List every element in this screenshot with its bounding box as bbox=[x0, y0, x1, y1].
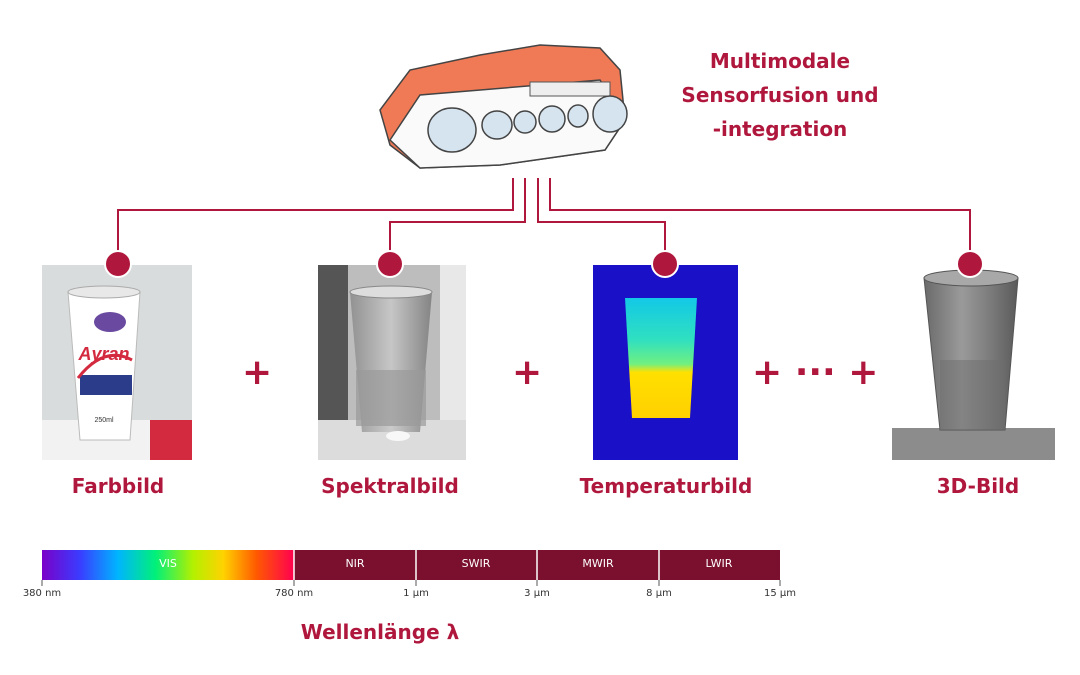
pointcloud-image bbox=[892, 269, 1055, 460]
cup-brand-text: Ayran bbox=[77, 344, 129, 364]
wavelength-axis-label: Wellenlänge λ bbox=[300, 620, 460, 644]
thermal-image bbox=[593, 265, 738, 460]
title-line-3: -integration bbox=[712, 117, 848, 141]
diagram-title: Multimodale Sensorfusion und -integratio… bbox=[660, 44, 900, 146]
tick-label-380nm: 380 nm bbox=[22, 588, 62, 599]
caption-color-image: Farbbild bbox=[71, 474, 165, 498]
tick-label-780nm: 780 nm bbox=[274, 588, 314, 599]
caption-thermal-image: Temperaturbild bbox=[579, 474, 753, 498]
spectrum-bar bbox=[41, 550, 781, 586]
caption-3d-image: 3D-Bild bbox=[936, 474, 1020, 498]
connector-lines bbox=[117, 178, 971, 262]
cup-volume-text: 250ml bbox=[94, 417, 114, 424]
tick-label-15um: 15 µm bbox=[763, 588, 796, 599]
plus-operator: + bbox=[242, 352, 273, 393]
tick-label-3um: 3 µm bbox=[524, 588, 550, 599]
tick-label-1um: 1 µm bbox=[403, 588, 429, 599]
tick-label-8um: 8 µm bbox=[646, 588, 672, 599]
title-line-1: Multimodale bbox=[709, 49, 851, 73]
connector-dots bbox=[104, 250, 984, 278]
plus-operator: + bbox=[512, 352, 543, 393]
color-image: Ayran 250ml bbox=[42, 265, 192, 460]
sensor-device-icon bbox=[379, 44, 628, 169]
plus-ellipsis-operator: + ··· + bbox=[752, 352, 879, 393]
band-label-nir: NIR bbox=[345, 557, 365, 570]
title-line-2: Sensorfusion und bbox=[681, 83, 879, 107]
band-label-vis: VIS bbox=[159, 557, 177, 570]
spectral-image bbox=[318, 265, 466, 460]
caption-spectral-image: Spektralbild bbox=[321, 474, 459, 498]
band-label-swir: SWIR bbox=[461, 557, 491, 570]
band-label-mwir: MWIR bbox=[582, 557, 614, 570]
band-label-lwir: LWIR bbox=[705, 557, 733, 570]
